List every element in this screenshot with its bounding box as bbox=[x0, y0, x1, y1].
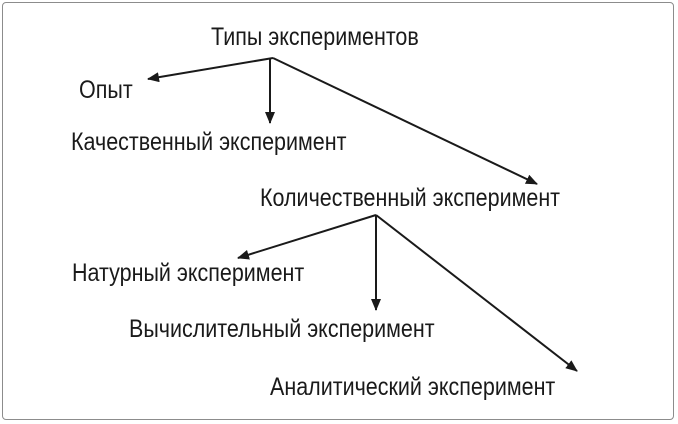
edge-quantitative-to-analytical bbox=[375, 214, 578, 372]
node-natural-experiment: Натурный эксперимент bbox=[72, 259, 305, 287]
edge-root-to-opyt bbox=[147, 57, 274, 83]
edge-quantitative-to-natural bbox=[237, 214, 377, 260]
node-quantitative-experiment: Количественный эксперимент bbox=[260, 184, 561, 212]
edge-root-to-quantitative bbox=[272, 57, 538, 185]
node-opyt: Опыт bbox=[79, 76, 133, 104]
node-qualitative-experiment: Качественный эксперимент bbox=[71, 128, 347, 156]
node-computational-experiment: Вычислительный эксперимент bbox=[129, 315, 435, 343]
diagram-frame bbox=[2, 2, 674, 420]
node-root: Типы экспериментов bbox=[211, 23, 419, 51]
node-analytical-experiment: Аналитический эксперимент bbox=[270, 373, 556, 401]
